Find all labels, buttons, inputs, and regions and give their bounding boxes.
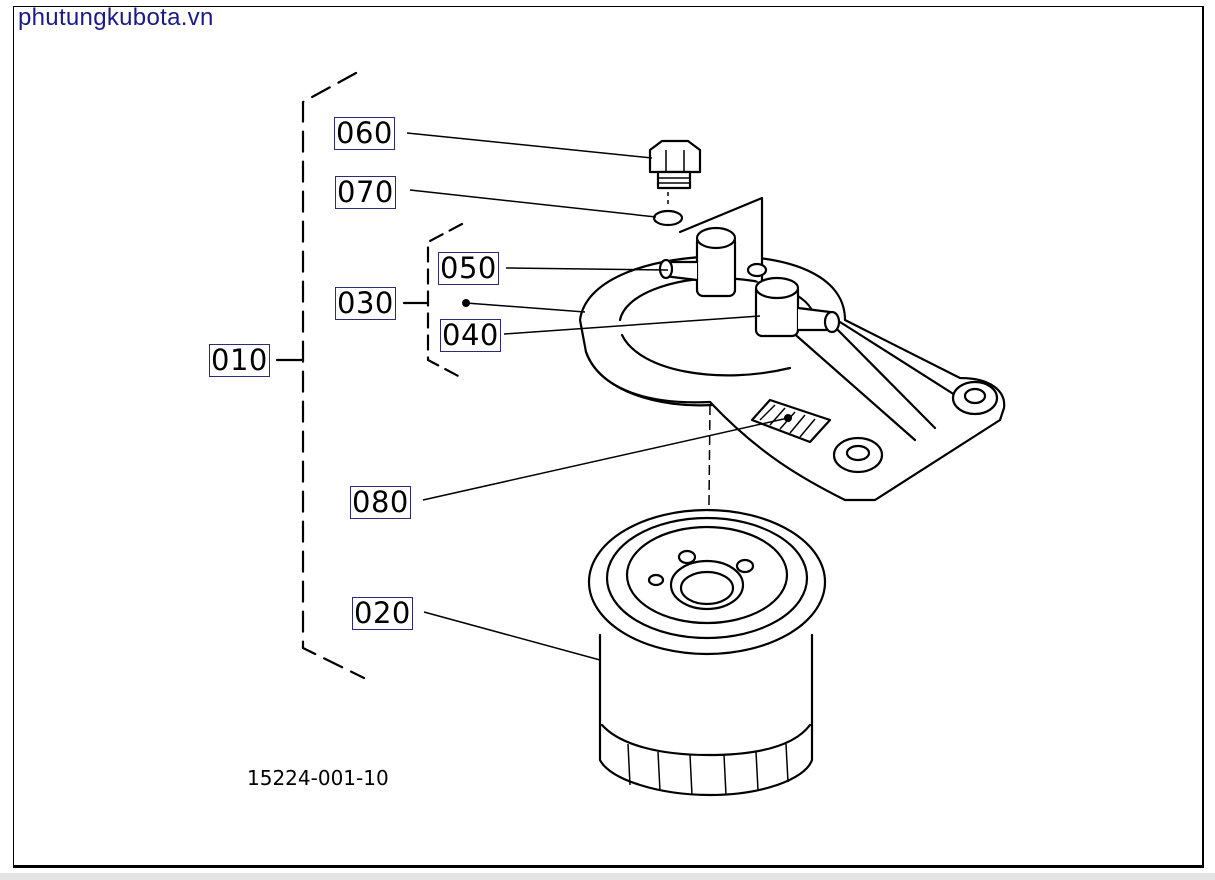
bracket-010 (275, 71, 366, 680)
centre-axis (707, 404, 711, 601)
callout-080[interactable]: 080 (350, 485, 411, 519)
callout-070[interactable]: 070 (335, 175, 396, 209)
drawing-number: 15224-001-10 (247, 766, 389, 790)
callout-020[interactable]: 020 (352, 596, 413, 630)
callout-030[interactable]: 030 (335, 286, 396, 320)
window-bottom-strip (0, 873, 1215, 880)
bracket-030 (402, 222, 464, 380)
filter-head-030 (578, 196, 1006, 502)
callout-040[interactable]: 040 (440, 318, 501, 352)
watermark-text: phutungkubota.vn (18, 4, 214, 31)
callout-060[interactable]: 060 (334, 116, 395, 150)
joint-bolts (658, 226, 841, 338)
callout-050[interactable]: 050 (438, 251, 499, 285)
callout-010[interactable]: 010 (209, 343, 270, 377)
plug-060 (648, 139, 702, 190)
leader-lines (406, 132, 792, 661)
filter-cartridge-020 (587, 508, 827, 797)
washer-070 (652, 192, 684, 227)
